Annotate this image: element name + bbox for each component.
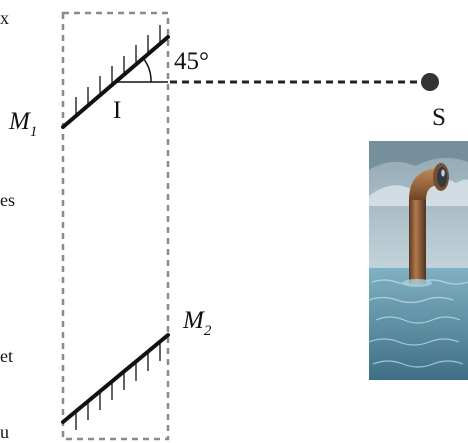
angle-arc [142,57,152,83]
periscope-lens-glint [441,169,445,177]
periscope-tube [409,196,426,284]
photo-clouds-dark [369,141,468,170]
periscope-waterline [402,279,432,287]
periscope-lens [437,167,447,187]
label-incidence-point: I [113,97,121,124]
periscope-elbow [409,168,438,200]
mirror-m2-hatching [75,342,161,430]
edge-text-fragments: x es et u [0,8,15,442]
label-m2: M2 [182,307,212,339]
label-m1: M1 [8,108,37,140]
label-angle: 45° [174,48,209,75]
label-source: S [432,104,446,131]
periscope-photo [369,141,468,380]
mirror-m1-hatching [75,25,161,116]
edge-text-top: x [0,8,9,28]
mirror-m2-surface [61,333,170,424]
source-point [421,73,439,91]
edge-text-middle2: et [0,346,13,366]
mirror-m2 [61,333,170,430]
periscope-frame [61,11,170,441]
edge-text-middle1: es [0,190,15,210]
edge-text-bottom: u [0,422,9,442]
